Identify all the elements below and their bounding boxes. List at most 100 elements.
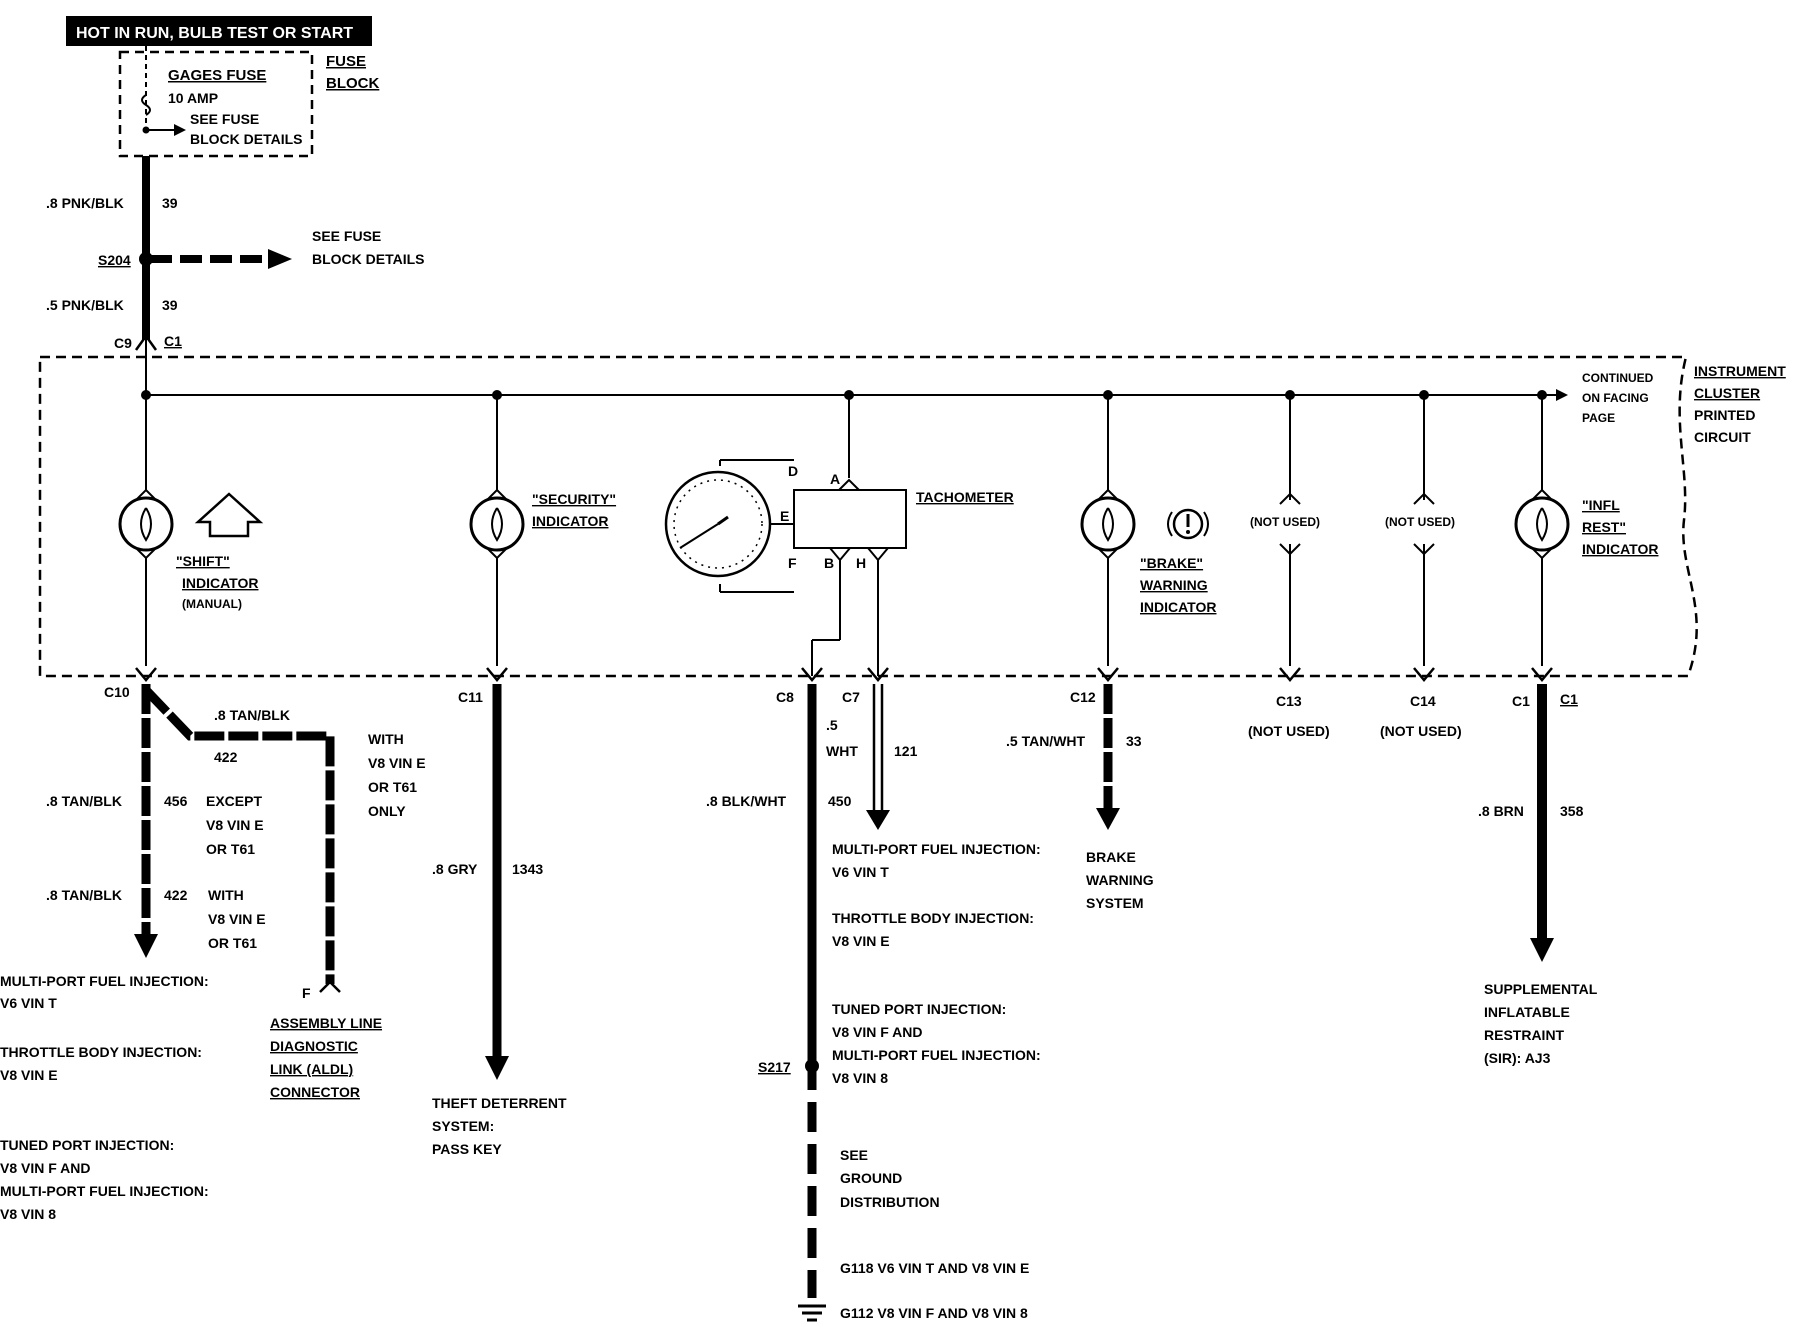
connector-c1b: C1 [1560,691,1578,707]
shift-indicator-bulb [118,488,174,560]
c8-color: .8 BLK/WHT [706,793,787,809]
c12-color: .5 TAN/WHT [1006,733,1086,749]
tach-pin-e: E [780,508,789,524]
feed-wire1-circuit: 39 [162,195,178,211]
splice-note-2: BLOCK DETAILS [312,251,425,267]
svg-text:LINK (ALDL): LINK (ALDL) [270,1061,353,1077]
svg-text:V6 VIN T: V6 VIN T [0,995,57,1011]
c8-ground-wire [798,684,826,1322]
svg-text:THEFT DETERRENT: THEFT DETERRENT [432,1095,567,1111]
svg-text:BRAKE: BRAKE [1086,849,1136,865]
svg-text:GROUND: GROUND [840,1170,902,1186]
connector-c1-top: C1 [164,333,182,349]
security-label-1: "SECURITY" [532,491,616,507]
infl-label-1: "INFL [1582,497,1620,513]
with-v8-1: WITH [368,731,404,747]
svg-text:SYSTEM:: SYSTEM: [432,1118,494,1134]
svg-text:MULTI-PORT FUEL INJECTION:: MULTI-PORT FUEL INJECTION: [0,973,209,989]
svg-text:THROTTLE BODY INJECTION:: THROTTLE BODY INJECTION: [832,910,1034,926]
c7-destination: MULTI-PORT FUEL INJECTION: V6 VIN T THRO… [832,841,1041,1086]
instrument-cluster-boundary [38,355,1698,678]
c10-456-color: .8 TAN/BLK [46,793,122,809]
splice-s217: S217 [758,1059,791,1075]
infl-label-2: REST" [1582,519,1626,535]
svg-text:(SIR): AJ3: (SIR): AJ3 [1484,1050,1551,1066]
tach-pin-d: D [788,463,798,479]
ground-distribution-label: SEE GROUND DISTRIBUTION G118 V6 VIN T AN… [840,1147,1029,1321]
except-1: EXCEPT [206,793,262,809]
continued-2: ON FACING [1582,391,1649,405]
c11-arrow [485,1056,509,1080]
cluster-label-4: CIRCUIT [1694,429,1751,445]
brake-label-1: "BRAKE" [1140,555,1203,571]
fuse-see-1: SEE FUSE [190,111,259,127]
tach-pin-h: H [856,555,866,571]
bus-continued-arrow [1556,389,1568,401]
splice-label-s204: S204 [98,252,131,268]
brake-warning-icon [1167,508,1209,540]
continued-3: PAGE [1582,411,1615,425]
connector-c14: C14 [1410,693,1436,709]
tach-pin-f: F [788,555,797,571]
fuse-block-label-1: FUSE [326,53,366,70]
c1-arrow [1530,938,1554,962]
shift-label-3: (MANUAL) [182,597,242,611]
c11-circuit: 1343 [512,861,543,877]
svg-text:V8 VIN 8: V8 VIN 8 [0,1206,56,1222]
c7-circuit: 121 [894,743,918,759]
splice-branch-arrow [268,249,292,269]
c12-circuit: 33 [1126,733,1142,749]
with-v8-2: V8 VIN E [368,755,426,771]
c10-422-circuit: 422 [164,887,188,903]
svg-text:V6 VIN T: V6 VIN T [832,864,889,880]
shift-up-arrow-icon [194,492,264,538]
connector-c10: C10 [104,684,130,700]
fuse-block-box [118,50,314,158]
cluster-label-1: INSTRUMENT [1694,363,1786,379]
security-label-2: INDICATOR [532,513,608,529]
svg-text:THROTTLE BODY INJECTION:: THROTTLE BODY INJECTION: [0,1044,202,1060]
aldl-pin-f: F [302,985,311,1001]
svg-text:V8 VIN E: V8 VIN E [832,933,890,949]
svg-text:TUNED PORT INJECTION:: TUNED PORT INJECTION: [832,1001,1006,1017]
svg-text:CONNECTOR: CONNECTOR [270,1084,360,1100]
feed-wire1-color: .8 PNK/BLK [46,195,124,211]
not-used-c14: (NOT USED) [1385,515,1455,529]
not-used-c13: (NOT USED) [1250,515,1320,529]
c10-422-color: .8 TAN/BLK [46,887,122,903]
connector-c1: C1 [1512,693,1530,709]
tach-pin-a: A [830,471,840,487]
fuse-see-2: BLOCK DETAILS [190,131,303,147]
brake-label-3: INDICATOR [1140,599,1216,615]
c1-circuit: 358 [1560,803,1584,819]
feed-wire2-color: .5 PNK/BLK [46,297,124,313]
with-1: WITH [208,887,244,903]
c12-arrow [1096,808,1120,830]
fuse-block-label-2: BLOCK [326,75,379,92]
svg-text:G118 V6 VIN T AND V8 VIN E: G118 V6 VIN T AND V8 VIN E [840,1260,1029,1276]
c13-not-used: (NOT USED) [1248,723,1330,739]
c8-circuit: 450 [828,793,852,809]
fuse-icon [141,94,151,116]
svg-text:G112 V8 VIN F AND V8 VIN 8: G112 V8 VIN F AND V8 VIN 8 [840,1305,1028,1321]
svg-text:SYSTEM: SYSTEM [1086,895,1144,911]
bottom-connector-symbols [135,667,1553,682]
svg-text:V8 VIN E: V8 VIN E [0,1067,58,1083]
c10-branch-circuit: 422 [214,749,238,765]
connector-c9-symbol [134,333,158,351]
c10-branch-color: .8 TAN/BLK [214,707,290,723]
svg-text:PASS KEY: PASS KEY [432,1141,502,1157]
left-destination: MULTI-PORT FUEL INJECTION: V6 VIN T THRO… [0,973,209,1222]
svg-text:V8 VIN F AND: V8 VIN F AND [832,1024,923,1040]
svg-text:MULTI-PORT FUEL INJECTION:: MULTI-PORT FUEL INJECTION: [832,841,1041,857]
connector-c11: C11 [458,689,483,705]
c7-wire [866,684,890,830]
c7-color: WHT [826,743,858,759]
fuse-node [142,126,150,134]
with-2: V8 VIN E [208,911,266,927]
svg-text:V8 VIN F AND: V8 VIN F AND [0,1160,91,1176]
except-3: OR T61 [206,841,255,857]
c1-color: .8 BRN [1478,803,1524,819]
fuse-rating: 10 AMP [168,90,218,106]
